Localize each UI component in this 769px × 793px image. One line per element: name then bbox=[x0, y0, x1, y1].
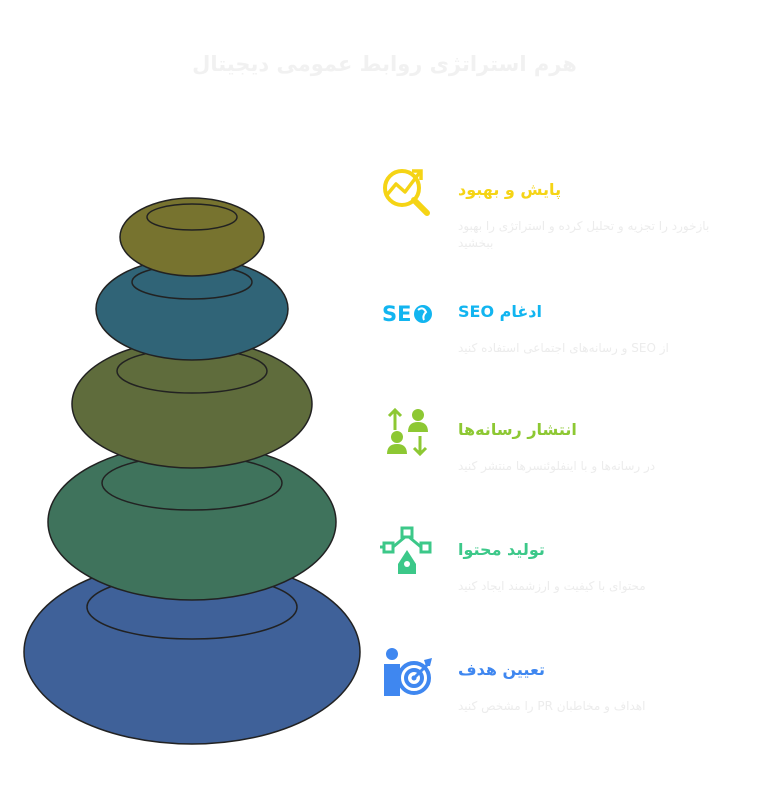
level-content: تولید محتوا محتوای با کیفیت و ارزشمند ای… bbox=[380, 526, 750, 606]
level-description: بازخورد را تجزیه و تحلیل کرده و استراتژی… bbox=[458, 219, 710, 250]
level-media: انتشار رسانه‌ها در رسانه‌ها و با اینفلوئ… bbox=[380, 406, 750, 486]
level-heading: تولید محتوا bbox=[458, 540, 545, 559]
seo-icon: SE bbox=[382, 302, 432, 326]
stack-disc-seo bbox=[95, 257, 289, 361]
level-heading: پایش و بهبود bbox=[458, 180, 562, 199]
level-description: اهداف و مخاطبان PR را مشخص کنید bbox=[458, 699, 646, 713]
level-seo: SE SEO ادغام از SEO و رسانه‌های اجتماعی … bbox=[380, 288, 750, 368]
level-target: تعیین هدف اهداف و مخاطبان PR را مشخص کنی… bbox=[380, 646, 750, 726]
people-exchange-icon bbox=[387, 407, 428, 457]
level-heading: SEO ادغام bbox=[458, 302, 542, 321]
stone-stack bbox=[23, 197, 361, 745]
level-heading: انتشار رسانه‌ها bbox=[458, 420, 577, 439]
pen-tool-icon bbox=[380, 526, 432, 574]
level-description: محتوای با کیفیت و ارزشمند ایجاد کنید bbox=[458, 579, 646, 593]
magnifier-trend-icon bbox=[383, 169, 430, 216]
level-description: در رسانه‌ها و با اینفلوئنسرها منتشر کنید bbox=[458, 459, 656, 473]
target-person-icon bbox=[384, 648, 432, 696]
stack-disc-media bbox=[71, 339, 313, 469]
level-monitor: پایش و بهبود بازخورد را تجزیه و تحلیل کر… bbox=[380, 166, 750, 250]
stack-disc-monitor bbox=[119, 197, 265, 277]
level-description: از SEO و رسانه‌های اجتماعی استفاده کنید bbox=[458, 341, 669, 355]
level-heading: تعیین هدف bbox=[458, 660, 545, 679]
svg-text:SE: SE bbox=[382, 302, 411, 326]
page-title: هرم استراتژی روابط عمومی دیجیتال bbox=[192, 52, 577, 76]
